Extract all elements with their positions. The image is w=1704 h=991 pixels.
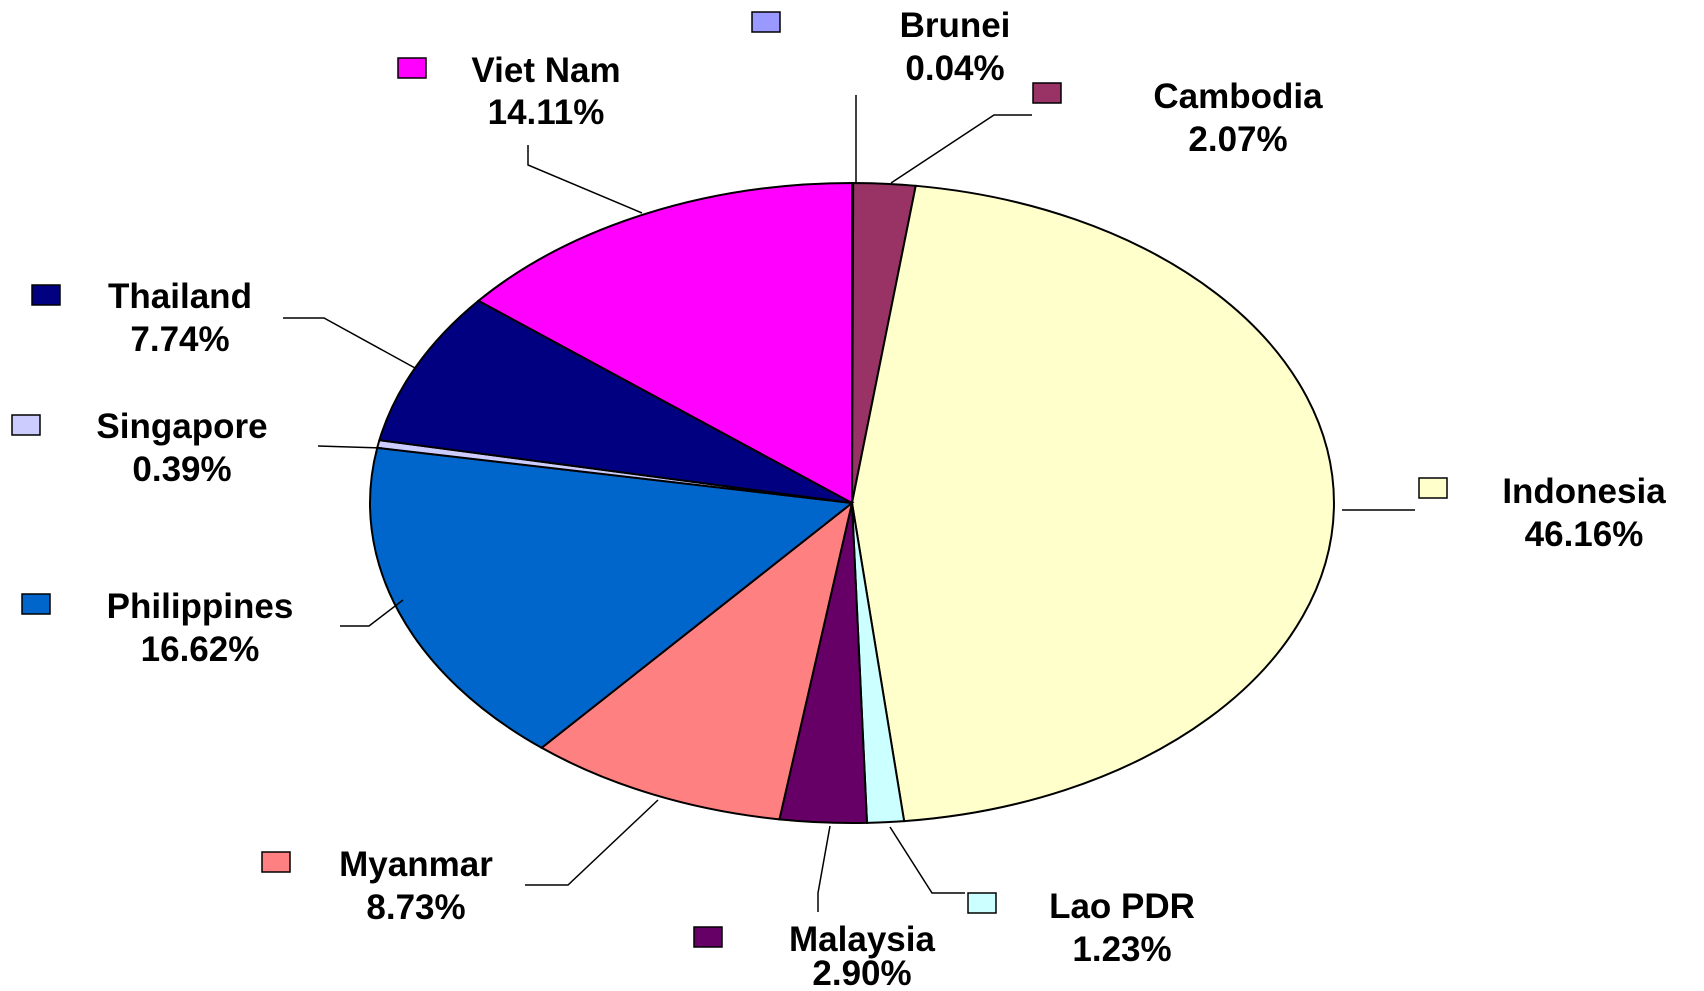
slice-value-cambodia: 2.07% — [1188, 120, 1287, 159]
label-swatch-myanmar — [261, 851, 291, 873]
leader-line-singapore — [317, 445, 383, 449]
slice-value-philippines: 16.62% — [141, 630, 260, 669]
leader-line-viet-nam — [527, 145, 643, 214]
slice-value-viet-nam: 14.11% — [488, 93, 605, 132]
label-swatch-philippines — [21, 593, 51, 615]
slice-labels: Brunei 0.04% Cambodia 2.07% Indonesia 46.16% L… — [11, 6, 1666, 991]
label-swatch-thailand — [31, 284, 61, 306]
label-swatch-brunei — [751, 11, 781, 33]
slice-value-lao-pdr: 1.23% — [1072, 930, 1171, 969]
leader-line-thailand — [283, 317, 416, 369]
slice-name-myanmar: Myanmar — [339, 845, 493, 884]
slice-name-thailand: Thailand — [108, 277, 252, 316]
slice-name-lao-pdr: Lao PDR — [1049, 887, 1195, 926]
label-swatch-malaysia — [693, 926, 723, 948]
slice-name-indonesia: Indonesia — [1502, 472, 1666, 511]
slice-name-malaysia: Malaysia — [789, 920, 935, 959]
leader-line-myanmar — [525, 799, 659, 886]
slice-value-malaysia: 2.90% — [812, 954, 911, 991]
pie-slice-indonesia — [850, 184, 1335, 823]
slice-value-brunei: 0.04% — [905, 49, 1004, 88]
slice-name-viet-nam: Viet Nam — [471, 51, 620, 90]
slice-name-cambodia: Cambodia — [1153, 77, 1323, 116]
slice-value-thailand: 7.74% — [130, 320, 229, 359]
label-swatch-indonesia — [1418, 477, 1448, 499]
leader-line-cambodia — [890, 114, 1032, 184]
pie-slice-viet-nam — [476, 181, 853, 505]
pie-slice-myanmar — [539, 500, 854, 821]
leader-lines — [283, 95, 1415, 912]
leader-line-philippines — [340, 599, 404, 627]
label-swatch-singapore — [11, 414, 41, 436]
label-swatch-cambodia — [1032, 82, 1062, 104]
leader-line-malaysia — [817, 825, 831, 912]
slice-name-philippines: Philippines — [107, 587, 294, 626]
slice-value-myanmar: 8.73% — [366, 888, 465, 927]
slice-name-singapore: Singapore — [96, 407, 267, 446]
slice-value-indonesia: 46.16% — [1525, 515, 1644, 554]
label-swatch-lao-pdr — [967, 892, 997, 914]
pie-slice-thailand — [378, 299, 853, 504]
pie-slices — [369, 181, 1335, 824]
leader-line-lao-pdr — [889, 826, 965, 894]
label-swatch-viet-nam — [397, 57, 427, 79]
pie-slice-philippines — [369, 446, 855, 750]
slice-name-brunei: Brunei — [900, 6, 1011, 45]
slice-value-singapore: 0.39% — [132, 450, 231, 489]
